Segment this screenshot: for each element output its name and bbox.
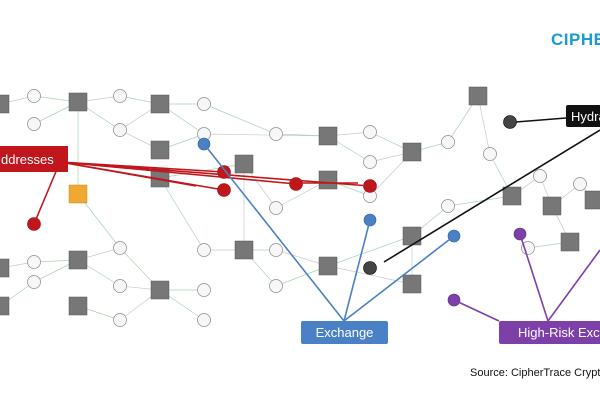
address-node: [533, 169, 547, 183]
transaction-node: [0, 296, 10, 316]
address-node: [27, 117, 41, 131]
exchange-leader-line: [343, 235, 455, 322]
graph-edge: [327, 265, 413, 285]
address-node: [197, 313, 211, 327]
address-node: [269, 279, 283, 293]
address-node: [269, 243, 283, 257]
address-node: [113, 313, 127, 327]
address-node: [197, 283, 211, 297]
address-node: [363, 155, 377, 169]
address-node: [269, 127, 283, 141]
transaction-node: [468, 86, 488, 106]
address-node: [483, 147, 497, 161]
address-node: [573, 177, 587, 191]
hydra-callout: Hydra: [566, 105, 600, 127]
transaction-node: [68, 92, 88, 112]
address-node: [113, 123, 127, 137]
transaction-node: [318, 256, 338, 276]
hydra-leader-line: [383, 129, 600, 263]
exchange-leader-line: [203, 143, 345, 322]
transaction-node: [68, 250, 88, 270]
transaction-node: [150, 94, 170, 114]
high-risk-leader-line: [547, 249, 600, 322]
graph-edge: [447, 195, 513, 207]
address-node: [363, 125, 377, 139]
graph-edge: [203, 103, 277, 135]
exchange-callout: Exchange: [301, 321, 388, 344]
exchange-leader-line: [343, 219, 371, 322]
addresses-callout: ddresses: [0, 146, 68, 172]
addresses-leader-line: [59, 161, 197, 187]
transaction-node: [0, 94, 10, 114]
transaction-node: [402, 142, 422, 162]
address-node: [197, 97, 211, 111]
address-node: [113, 241, 127, 255]
transaction-node: [68, 296, 88, 316]
address-node: [27, 275, 41, 289]
transaction-node: [402, 226, 422, 246]
address-node: [197, 243, 211, 257]
transaction-node: [318, 170, 338, 190]
transaction-node: [234, 154, 254, 174]
graph-edge: [477, 95, 491, 155]
hydra-leader-line: [515, 117, 567, 123]
address-node: [113, 89, 127, 103]
brand-logo-text: CIPHE: [551, 30, 600, 49]
transaction-node: [234, 240, 254, 260]
addresses-leader-line: [59, 161, 371, 187]
address-node: [113, 279, 127, 293]
graph-edge: [203, 133, 329, 137]
graph-edge: [327, 235, 413, 267]
high-risk-leader-line: [453, 299, 500, 322]
graph-edge: [159, 177, 205, 251]
address-node: [27, 89, 41, 103]
transaction-node: [402, 274, 422, 294]
address-node: [269, 201, 283, 215]
address-node: [27, 255, 41, 269]
hydra-node: [503, 115, 517, 129]
high-risk-leader-line: [519, 233, 549, 322]
highlighted-transaction-node: [68, 184, 88, 204]
address-node: [441, 199, 455, 213]
transaction-node: [150, 140, 170, 160]
transaction-node: [502, 186, 522, 206]
transaction-node: [584, 190, 600, 210]
high-risk-exchange-callout: High-Risk Exch: [499, 321, 600, 344]
hydra-node: [363, 261, 377, 275]
addresses-leader-line: [33, 161, 61, 225]
source-caption: Source: CipherTrace Crypto: [470, 367, 600, 379]
transaction-node: [0, 258, 10, 278]
transaction-node: [318, 126, 338, 146]
address-node: [441, 135, 455, 149]
transaction-node: [150, 280, 170, 300]
transaction-node: [560, 232, 580, 252]
transaction-node: [542, 196, 562, 216]
